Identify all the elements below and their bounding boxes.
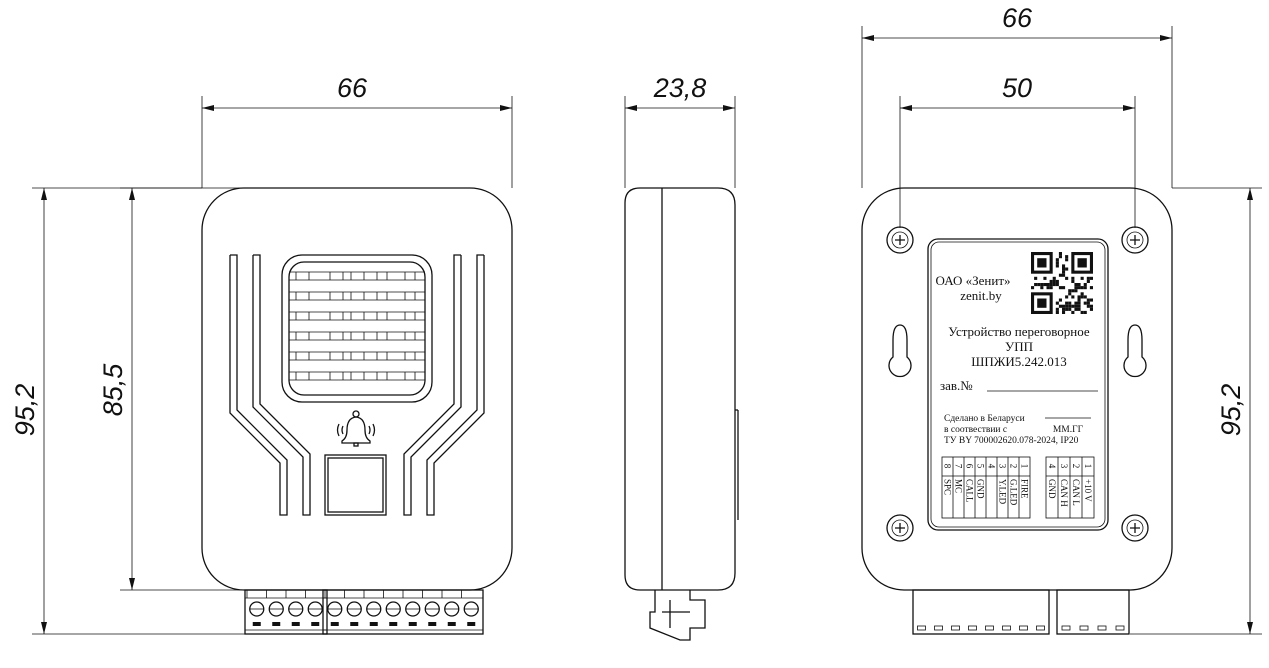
side-view: 23,8 [624, 73, 739, 641]
standard: ТУ BY 700002620.078-2024, IP20 [944, 436, 1079, 446]
terminal-block [912, 589, 1050, 635]
dimension-front-body-height: 85,5 [98, 187, 250, 591]
dim-label: 95,2 [1216, 384, 1246, 437]
terminal-blocks-front [244, 589, 484, 635]
dimension-rear-total-height: 95,2 [1130, 187, 1262, 635]
pin-number: 7 [954, 464, 964, 469]
pin-number: 3 [1059, 464, 1069, 469]
terminal-block [322, 589, 484, 635]
pin-number: 2 [1009, 464, 1019, 469]
pin-signal: SPC [943, 479, 953, 495]
front-view: 66 85,5 95,2 [10, 73, 513, 635]
terminal-blocks-rear [912, 589, 1130, 635]
decorative-slots [229, 254, 485, 516]
screw-icon [886, 514, 914, 542]
rear-view: 66 50 95,2 ОАО «Зенит» zenit.by [861, 3, 1262, 635]
nameplate-label: ОАО «Зенит» zenit.by Устройство перегово… [927, 238, 1109, 531]
pin-signal: CAN H [1059, 479, 1069, 507]
dim-label: 85,5 [98, 363, 128, 417]
terminal-block-side [649, 590, 706, 641]
pin-signal: CAN L [1071, 479, 1081, 506]
speaker-grille [281, 254, 433, 403]
part-number: ШПЖИ5.242.013 [971, 354, 1067, 369]
pin-signal: Y.LED [998, 479, 1008, 505]
pin-number: 6 [965, 464, 975, 469]
keyhole-left [888, 324, 912, 378]
dim-label: 50 [1002, 73, 1032, 103]
pin-number: 8 [943, 464, 953, 469]
dimension-rear-hole-spacing: 50 [899, 73, 1136, 228]
bell-icon [336, 410, 376, 447]
made-in: Сделано в Беларуси [944, 414, 1025, 424]
pin-number: 5 [976, 464, 986, 469]
qr-code [1031, 252, 1093, 314]
pin-signal: GND [976, 479, 986, 499]
device-body-front [201, 187, 513, 591]
pin-number: 4 [1047, 464, 1057, 469]
pin-number: 1 [1020, 464, 1030, 469]
model: УПП [1005, 339, 1033, 354]
dim-label: 66 [337, 73, 368, 103]
pin-signal: FIRE [1020, 479, 1030, 499]
pin-number: 3 [998, 464, 1008, 469]
dim-label: 66 [1002, 3, 1033, 33]
dimension-front-width: 66 [201, 73, 513, 188]
pin-signal: MC [954, 479, 964, 493]
pin-signal: CALL [965, 479, 975, 503]
keyhole-right [1123, 324, 1147, 378]
pin-signal: GND [1047, 479, 1057, 499]
device-name: Устройство переговорное [948, 324, 1090, 339]
screw-icon [1121, 226, 1149, 254]
serial-label: зав.№ [940, 378, 973, 393]
terminal-block [1056, 589, 1130, 635]
terminal-block [244, 589, 328, 635]
dim-label: 23,8 [653, 73, 707, 103]
dim-label: 95,2 [10, 384, 40, 437]
pin-number: 1 [1083, 464, 1093, 469]
call-button [324, 454, 387, 516]
pin-signal: +10 V [1083, 479, 1093, 502]
dimension-side-depth: 23,8 [624, 73, 736, 188]
pin-signal: G.LED [1009, 479, 1019, 506]
pin-number: 2 [1071, 464, 1081, 469]
date-format: ММ.ГГ [1053, 425, 1084, 435]
pin-number: 4 [987, 464, 997, 469]
dimension-rear-width: 66 [861, 3, 1173, 188]
screw-icon [1121, 514, 1149, 542]
website: zenit.by [960, 288, 1002, 303]
dimension-front-total-height: 95,2 [10, 187, 245, 635]
conformity: в соотвествии с [944, 425, 1007, 435]
company-name: ОАО «Зенит» [936, 273, 1011, 288]
screw-icon [886, 226, 914, 254]
device-body-side [624, 187, 736, 591]
